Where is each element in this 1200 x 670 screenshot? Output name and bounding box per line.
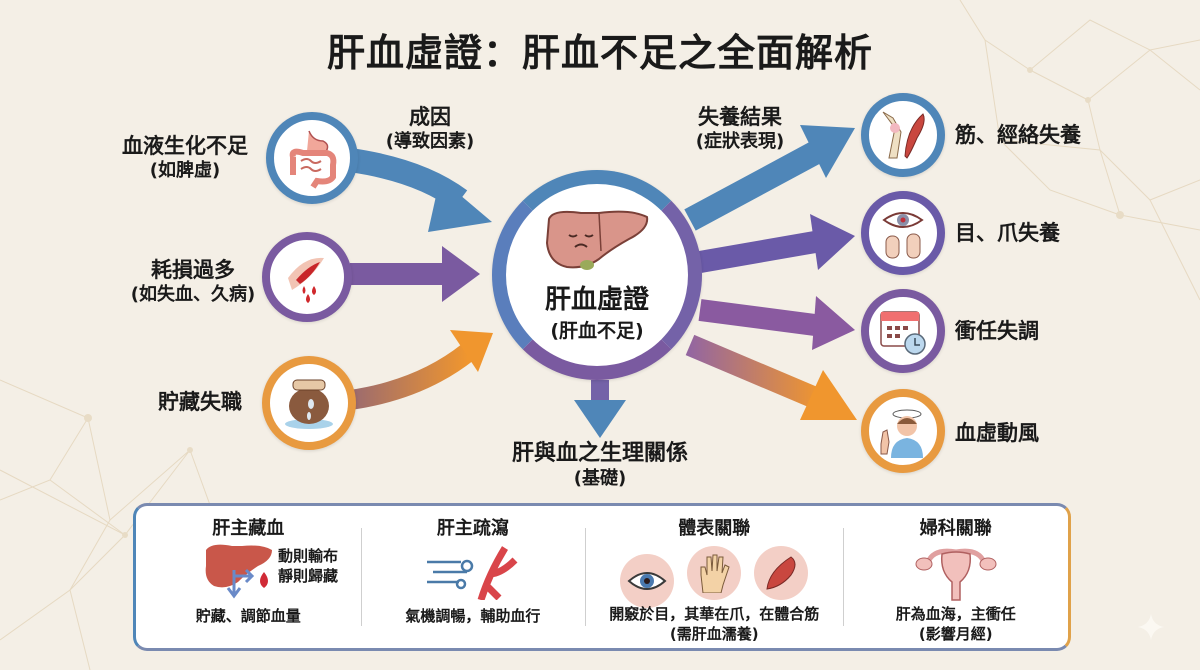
uterus-icon <box>915 548 997 601</box>
result-label-3: 衝任失調 <box>955 319 1039 343</box>
eye-nails-icon <box>882 212 924 259</box>
result-node-2 <box>861 191 945 275</box>
joint-muscle-icon <box>882 111 925 159</box>
arrow-cause-3 <box>348 344 475 410</box>
section-caption: 肝為血海，主衝任 (影響月經) <box>895 605 1016 643</box>
result-label-1: 筋、經絡失養 <box>955 123 1081 147</box>
eye-icon <box>620 554 675 608</box>
center-node: 肝血虛證 (肝血不足) <box>492 170 702 380</box>
sad-liver-icon <box>545 210 649 270</box>
causes-heading: 成因 (導致因素) <box>385 105 475 152</box>
center-label: 肝血虛證 <box>544 285 649 315</box>
bleeding-wound-icon <box>288 257 324 303</box>
cause-label-1: 血液生化不足 (如脾虛) <box>122 134 248 181</box>
section-caption: 氣機調暢，輔助血行 <box>405 607 541 625</box>
physiology-body-surface: 體表關聯 開竅於目，其華在爪，在體合筋 (需肝血濡養) <box>585 506 843 648</box>
cause-node-1 <box>266 112 358 204</box>
section-caption: 開竅於目，其華在爪，在體合筋 (需肝血濡養) <box>609 605 820 643</box>
section-title: 肝主藏血 <box>212 518 285 539</box>
physiology-gynecology: 婦科關聯 肝為血海，主衝任 (影響月經) <box>843 506 1068 648</box>
sparkle-icon <box>1138 614 1164 640</box>
physiology-liver-governs-flow: 肝主疏瀉 氣機調暢，輔助血行 <box>360 506 586 648</box>
section-title: 婦科關聯 <box>919 518 992 539</box>
qi-flow-vessel-icon <box>426 546 518 600</box>
muscle-icon <box>754 546 809 600</box>
calendar-clock-icon <box>880 311 926 355</box>
leaking-jar-icon <box>285 379 333 429</box>
digestive-system-icon <box>289 130 337 189</box>
page-title: 肝血虛證：肝血不足之全面解析 <box>326 31 873 75</box>
result-label-2: 目、爪失養 <box>955 221 1060 245</box>
cause-node-2 <box>262 232 352 322</box>
cause-label-3: 貯藏失職 <box>158 390 242 414</box>
hand-icon <box>687 546 742 600</box>
result-node-1 <box>861 93 945 177</box>
liver-blood-storage-icon <box>205 544 272 599</box>
cause-label-2: 耗損過多 (如失血、久病) <box>130 258 256 305</box>
result-label-4: 血虛動風 <box>955 421 1039 445</box>
result-node-3 <box>861 289 945 373</box>
results-heading: 失養結果 (症狀表現) <box>695 105 785 152</box>
section-title: 體表關聯 <box>678 518 751 539</box>
dizzy-person-icon <box>880 409 923 458</box>
section-caption: 貯藏、調節血量 <box>195 607 301 625</box>
physiology-panel: 肝主藏血 動則輸布 靜則歸藏 貯藏、調節血量 肝主疏瀉 氣機調暢，輔助血行 體表… <box>133 503 1071 651</box>
center-sublabel: (肝血不足) <box>550 320 644 342</box>
physiology-liver-stores-blood: 肝主藏血 動則輸布 靜則歸藏 貯藏、調節血量 <box>136 506 361 648</box>
storage-side-text: 動則輸布 靜則歸藏 <box>278 547 339 585</box>
section-title: 肝主疏瀉 <box>436 518 509 539</box>
foundation-label: 肝與血之生理關係 (基礎) <box>511 441 688 489</box>
cause-node-3 <box>262 356 356 450</box>
result-node-4 <box>861 389 945 473</box>
